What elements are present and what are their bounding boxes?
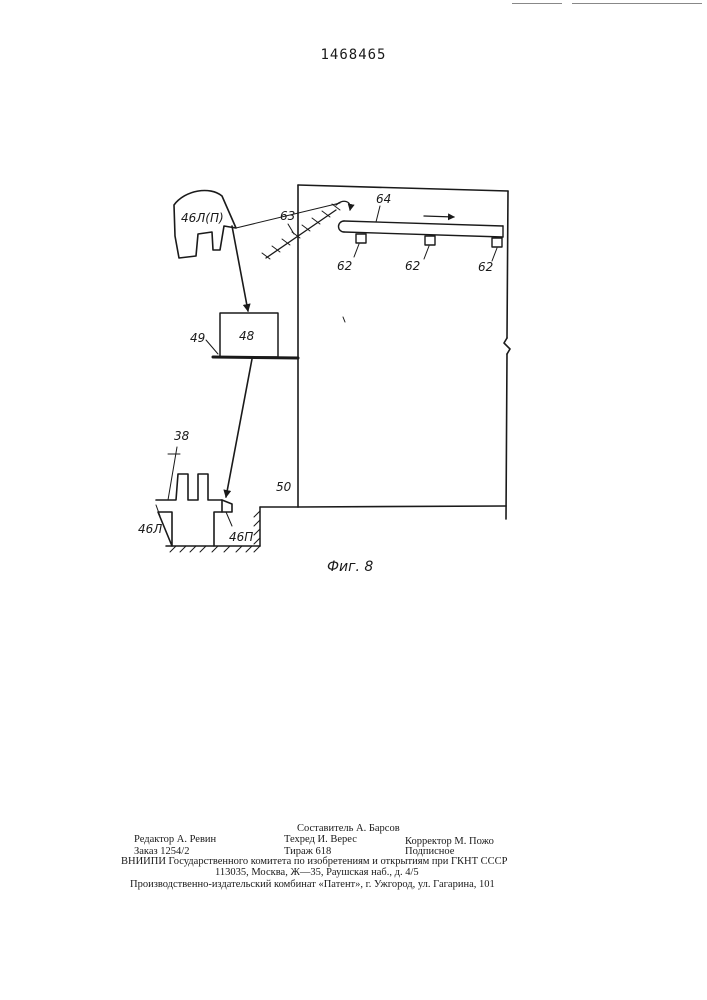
conveyor-direction-arrow: [424, 216, 454, 217]
imprint-institute: ВНИИПИ Государственного комитета по изоб…: [121, 856, 508, 867]
leader-lines: [156, 206, 497, 526]
imprint-publisher: Производственно-издательский комбинат «П…: [130, 879, 495, 890]
label-49: 49: [190, 331, 205, 345]
arrow-part-to-block: [232, 226, 248, 311]
label-46l: 46Л: [138, 522, 162, 536]
chamber-outline: [298, 185, 510, 519]
stray-mark: [343, 317, 345, 322]
part-46-bottom: [156, 474, 222, 546]
carrier-62-2: [425, 236, 435, 245]
label-50: 50: [276, 480, 292, 494]
label-46lp: 46Л(П): [181, 211, 224, 225]
label-38: 38: [174, 429, 190, 443]
label-48: 48: [239, 329, 255, 343]
imprint-address: 113035, Москва, Ж—35, Раушская наб., д. …: [215, 867, 419, 878]
label-63: 63: [280, 209, 295, 223]
label-62-2: 62: [405, 259, 420, 273]
imprint-editor: Редактор А. Ревин: [134, 834, 216, 845]
line-63-lower: [266, 210, 336, 258]
label-62-3: 62: [478, 260, 493, 274]
figure-caption: Фиг. 8: [327, 559, 373, 575]
arrow-block-to-part: [226, 359, 252, 497]
part-46-bottom-right-lug: [222, 500, 232, 512]
imprint-techred: Техред И. Верес: [284, 834, 357, 845]
carrier-62-3: [492, 238, 502, 247]
label-64: 64: [376, 192, 391, 206]
label-62-1: 62: [337, 259, 352, 273]
imprint-compiler: Составитель А. Барсов: [297, 823, 400, 834]
carrier-62-1: [356, 234, 366, 243]
label-46p: 46П: [229, 530, 253, 544]
